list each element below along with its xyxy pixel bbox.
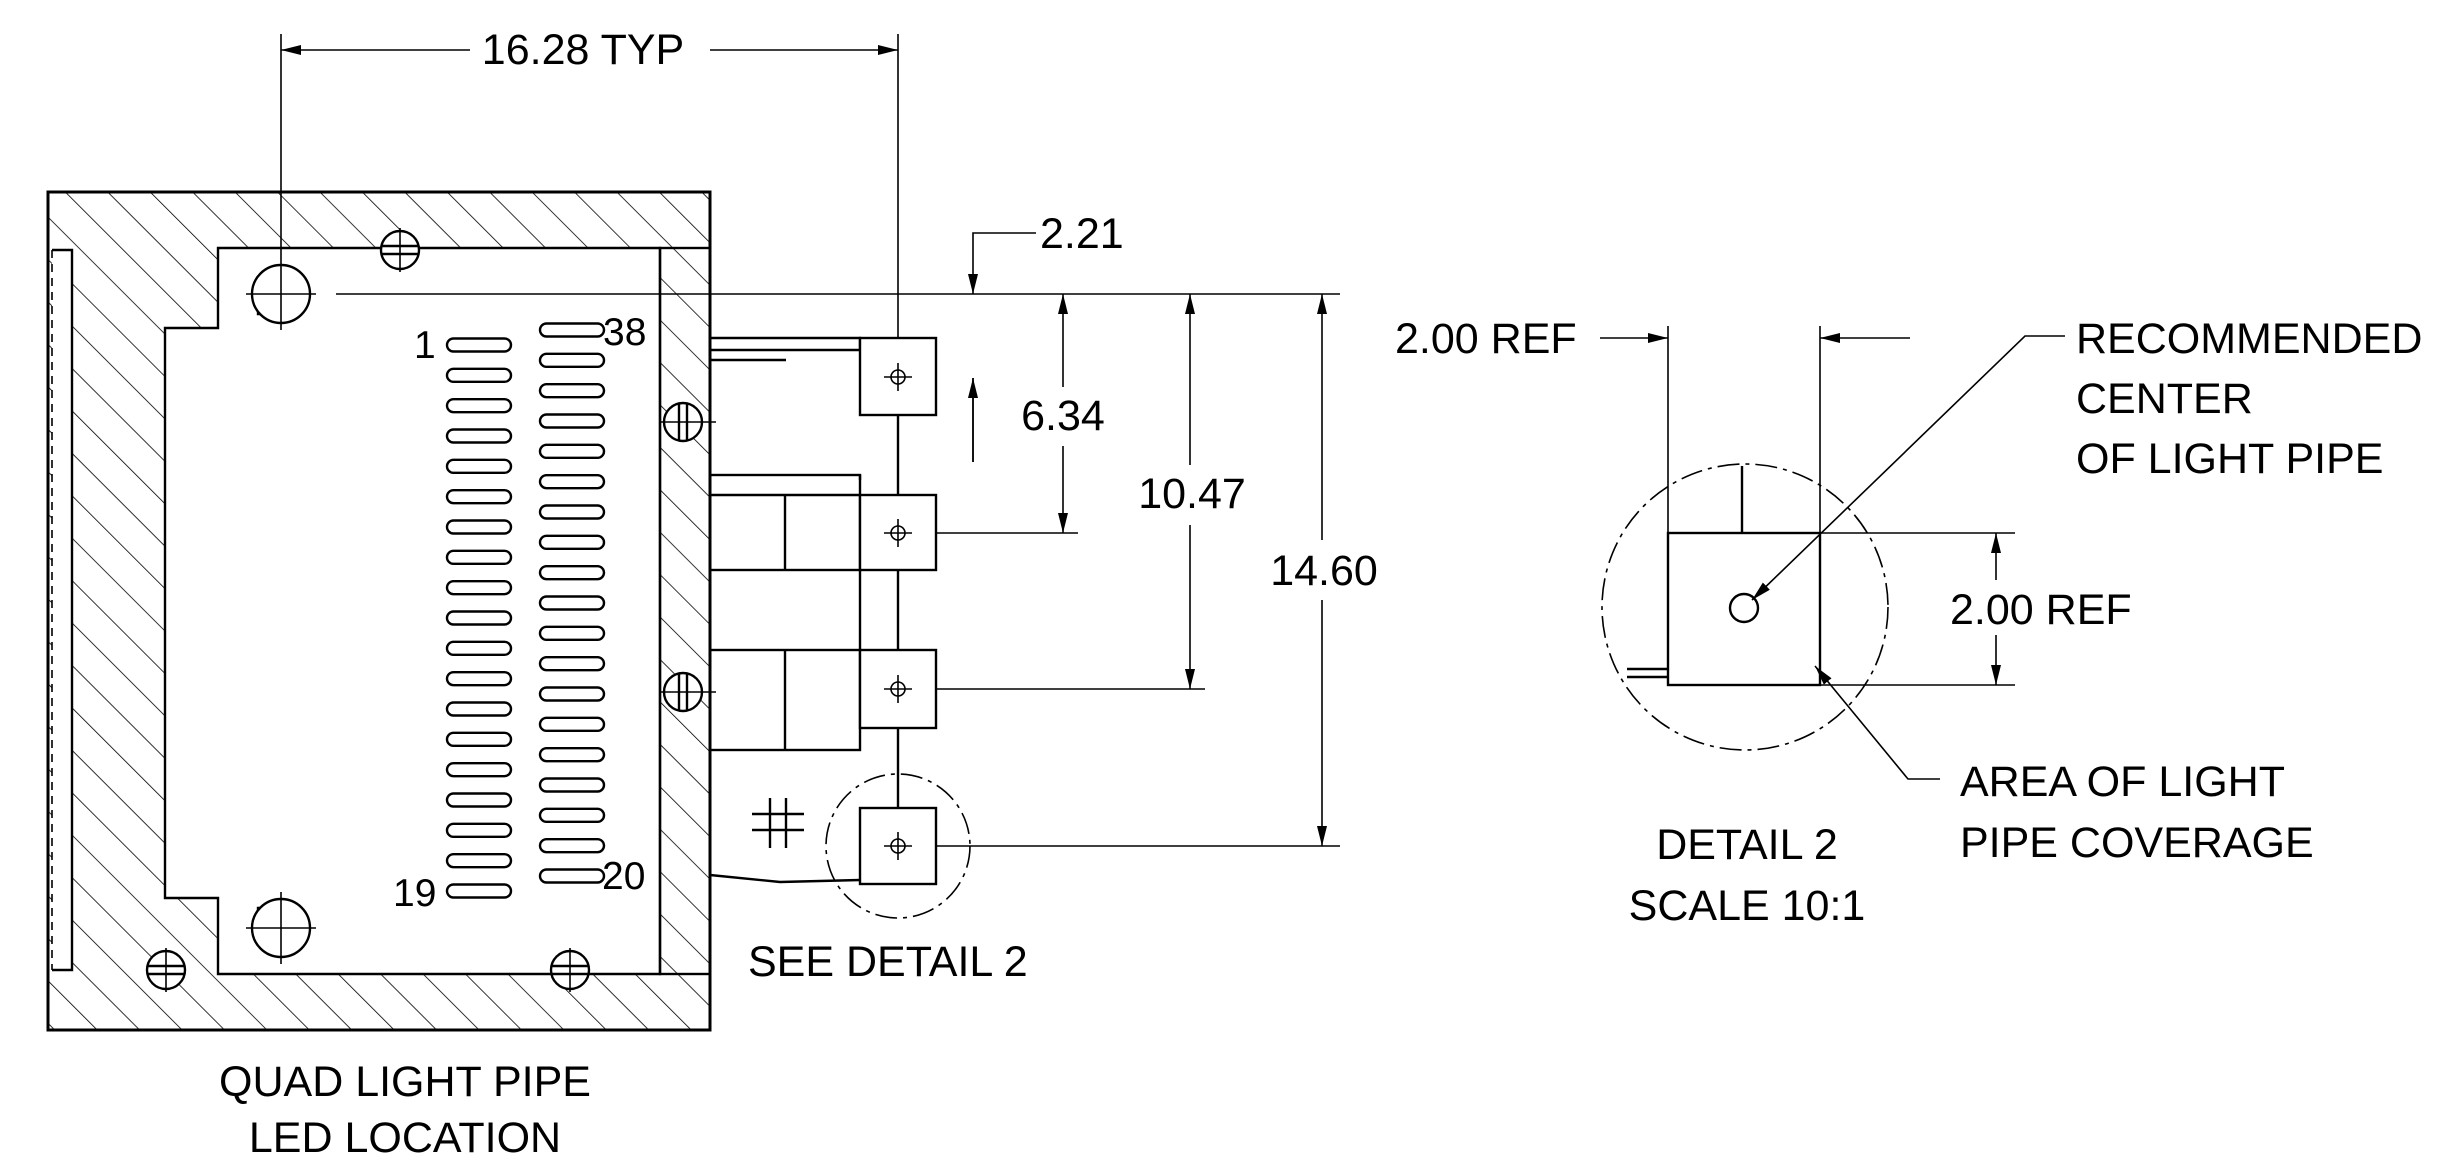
pin-label-20: 20: [602, 855, 645, 898]
pin-slot-right-10: [538, 595, 606, 611]
pin-slot-right-5: [538, 443, 606, 460]
pin-slot-left-17: [445, 822, 513, 839]
pin-slot-right-16: [538, 777, 606, 793]
pin-slot-right-3: [538, 382, 606, 399]
pin-slot-right-14: [538, 716, 606, 733]
left-slot: [52, 248, 74, 972]
pin-slot-left-2: [445, 367, 513, 384]
housing-outline: [46, 190, 712, 1032]
pin-label-1: 1: [414, 324, 436, 367]
pin-slot-right-15: [538, 746, 606, 763]
pin-row-left: [445, 337, 513, 899]
pin-slot-right-11: [538, 625, 606, 642]
pin-slot-right-2: [538, 352, 606, 369]
pin-slot-left-15: [445, 761, 513, 778]
led-4: [858, 806, 938, 886]
coverage-label-line-1: AREA OF LIGHT: [1960, 758, 2285, 806]
pin-slot-right-12: [538, 655, 606, 672]
pin-label-38: 38: [603, 311, 646, 354]
dim-10-47: 10.47: [1138, 470, 1246, 518]
see-detail-2-label: SEE DETAIL 2: [748, 938, 1028, 986]
pin-slot-right-4: [538, 413, 606, 429]
pin-slot-right-7: [538, 504, 606, 520]
screw-bottom-mid: [549, 948, 591, 992]
pin-slot-left-18: [445, 852, 513, 869]
pin-slot-right-17: [538, 807, 606, 824]
led-3: [858, 648, 938, 730]
pin-slot-left-8: [445, 549, 513, 566]
pin-slot-left-16: [445, 792, 513, 808]
pin-slot-left-1: [445, 337, 513, 353]
dim-6-34: 6.34: [1021, 392, 1105, 440]
pin-row-right: [538, 322, 606, 884]
recommended-label-line-3: OF LIGHT PIPE: [2076, 435, 2383, 483]
screw-bottom-left: [145, 948, 187, 992]
light-pipe-coverage-area: [1666, 531, 1822, 687]
pin-slot-left-11: [445, 640, 513, 657]
led-2: [858, 493, 938, 572]
recommended-label-line-1: RECOMMENDED: [2076, 315, 2422, 363]
pin-slot-left-7: [445, 519, 513, 535]
dimension-lines: [280, 34, 1340, 847]
pin-slot-right-18: [538, 837, 606, 854]
pin-slot-left-9: [445, 579, 513, 596]
dim-14-60: 14.60: [1270, 547, 1378, 595]
dim-2-00-ref-height: 2.00 REF: [1950, 586, 2132, 634]
detail-2-view: [1600, 326, 2065, 780]
pin-label-19: 19: [393, 872, 436, 915]
dim-16-28-typ: 16.28 TYP: [482, 26, 684, 74]
main-title-line-1: QUAD LIGHT PIPE: [219, 1058, 591, 1106]
dim-2-00-ref-width: 2.00 REF: [1395, 315, 1577, 363]
hash-mark: [752, 798, 804, 848]
housing-hatch: [48, 192, 710, 1030]
pin-slot-right-8: [538, 534, 606, 551]
mounting-hole-top: [246, 258, 316, 330]
mounting-hole-bottom: [246, 892, 316, 964]
led-1: [858, 336, 938, 417]
pin-slot-left-13: [445, 701, 513, 717]
recommended-center-point: [1728, 592, 1760, 624]
screw-right-lower: [660, 671, 716, 713]
pin-slot-right-9: [538, 564, 606, 581]
connector-main-view: 1 38 19 20: [46, 190, 716, 1032]
coverage-label-line-2: PIPE COVERAGE: [1960, 819, 2314, 867]
light-pipe-assembly: [708, 336, 971, 919]
pin-slot-left-6: [445, 488, 513, 505]
main-title-line-2: LED LOCATION: [249, 1114, 561, 1160]
dim-2-21: 2.21: [1040, 210, 1124, 258]
pin-slot-left-14: [445, 731, 513, 748]
pin-slot-right-6: [538, 473, 606, 490]
detail-2-boundary: [1601, 463, 1889, 751]
pin-slot-right-1: [538, 322, 606, 338]
pin-slot-left-12: [445, 670, 513, 687]
pin-slot-left-5: [445, 458, 513, 475]
detail-title-line-1: DETAIL 2: [1656, 821, 1838, 869]
recommended-label-line-2: CENTER: [2076, 375, 2253, 423]
pin-slot-left-3: [445, 397, 513, 414]
pin-slot-left-19: [445, 883, 513, 899]
pin-slot-right-13: [538, 686, 606, 702]
screw-right-upper: [660, 401, 716, 443]
right-strip: [658, 246, 712, 976]
detail-title-line-2: SCALE 10:1: [1629, 882, 1866, 930]
pin-slot-right-19: [538, 868, 606, 884]
pin-slot-left-10: [445, 610, 513, 626]
screw-top: [379, 228, 421, 272]
pin-slot-left-4: [445, 428, 513, 444]
